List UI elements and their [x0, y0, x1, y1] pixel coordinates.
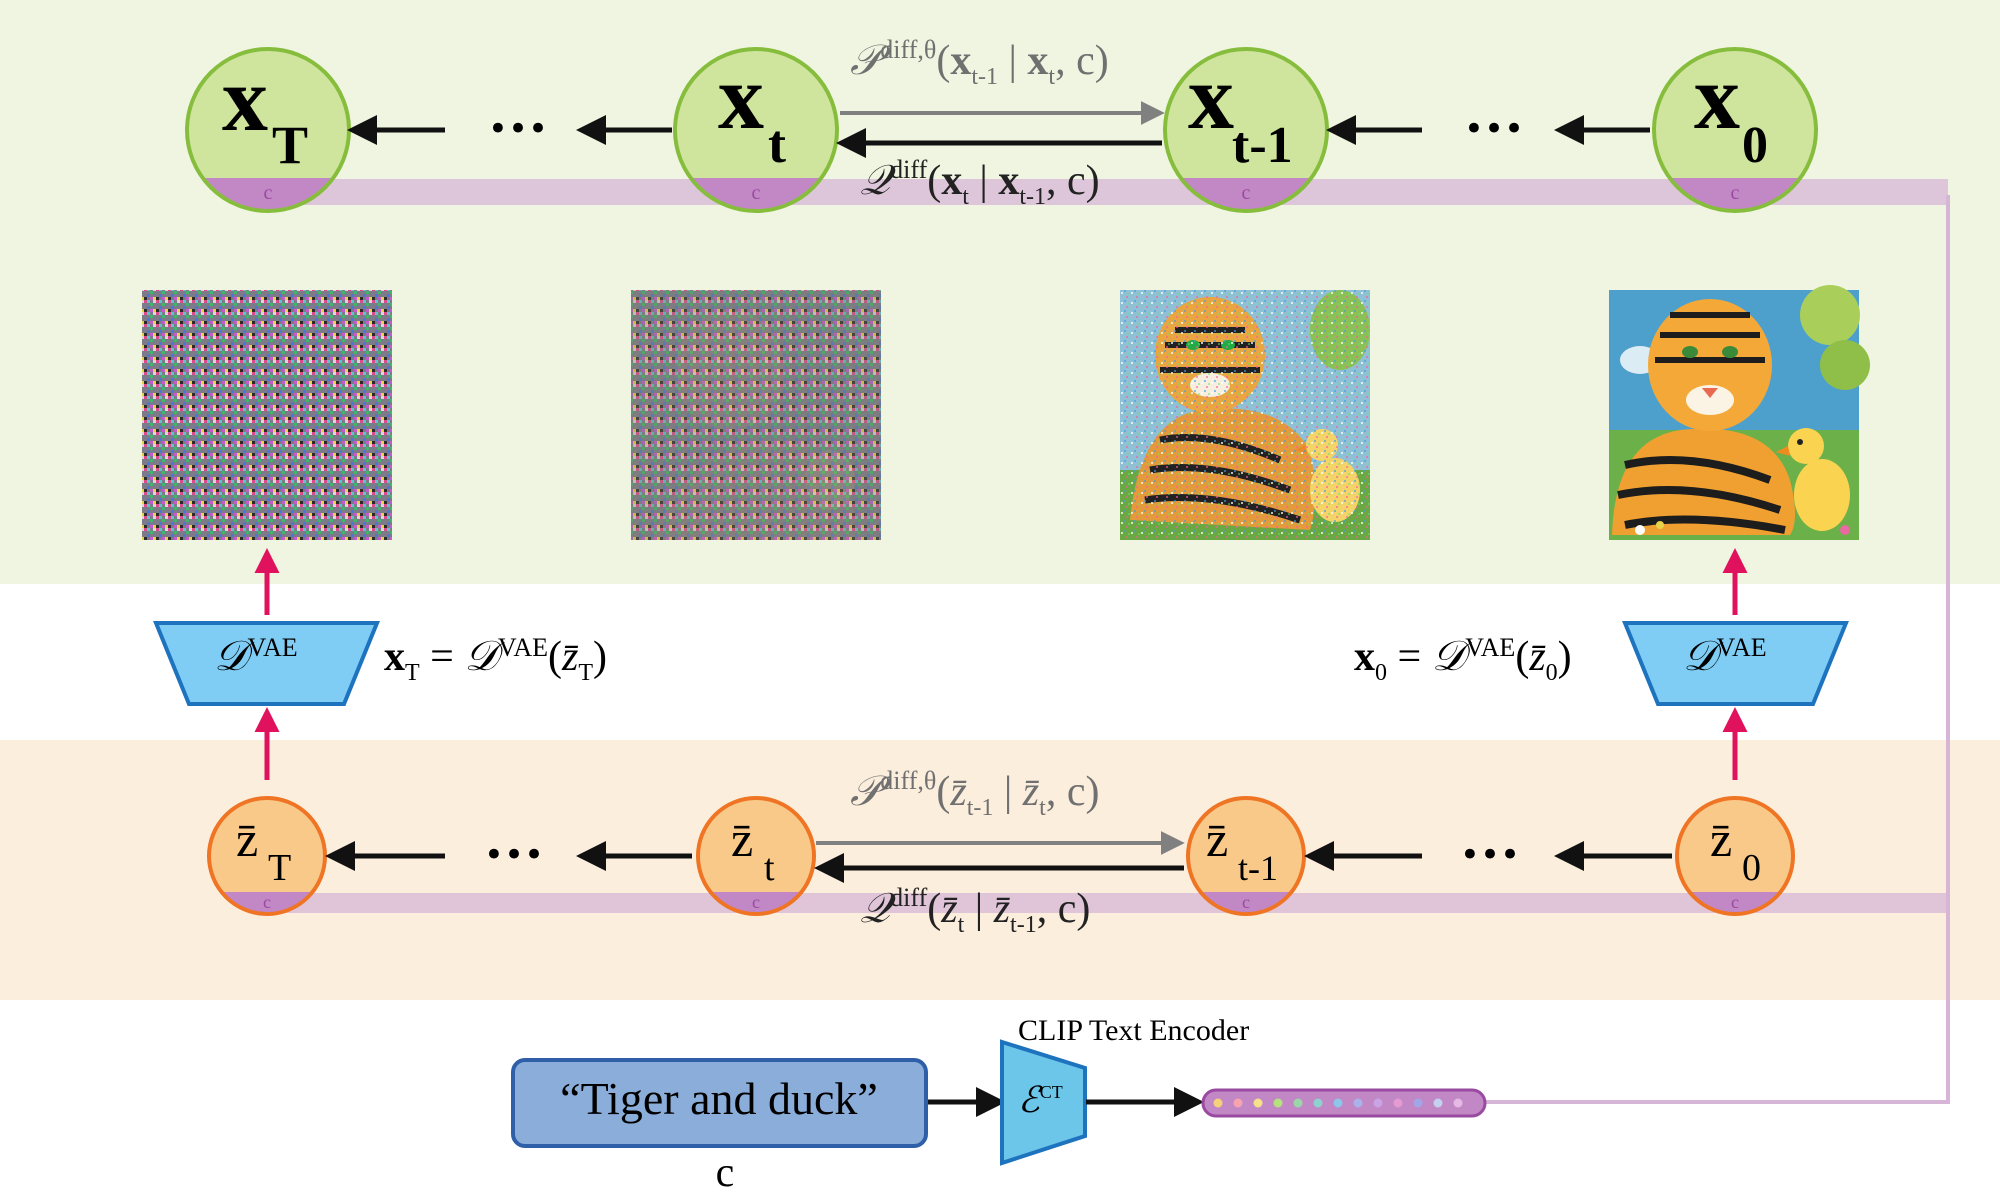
pixel-node-xT-sub: T — [272, 115, 308, 175]
embedding-dot — [1353, 1098, 1363, 1108]
latent-node-zT-sub: T — [268, 847, 291, 889]
embedding-dot — [1373, 1098, 1383, 1108]
embedding-dot — [1333, 1098, 1343, 1108]
pixel-reverse-label: 𝒫diff,θ(xt-1 | xt, c) — [850, 35, 1109, 90]
embedding-dot — [1213, 1098, 1223, 1108]
pixel-node-xt1-sub: t-1 — [1232, 117, 1293, 174]
latent-node-z0-sub: 0 — [1742, 847, 1761, 889]
vae-decoder-right-label: 𝒟VAE — [1683, 633, 1767, 680]
latent-node-zt1-main: z̄ — [1206, 811, 1228, 867]
pixel-node-xt-main: x — [718, 46, 764, 148]
embedding-dot — [1433, 1098, 1443, 1108]
clip-text-encoder-label: ℰCT — [1018, 1080, 1063, 1120]
embedding-dot — [1273, 1098, 1283, 1108]
pixel-node-xt-cond: c — [752, 182, 761, 204]
latent-ellipsis-left: ••• — [484, 835, 544, 875]
pixel-ellipsis-right: ••• — [1464, 109, 1524, 149]
prompt-text: “Tiger and duck” — [560, 1073, 878, 1124]
latent-forward-label: 𝒬diff(z̄t | z̄t-1, c) — [860, 883, 1090, 938]
pixel-node-xt1-main: x — [1188, 46, 1234, 148]
latent-condition-line — [268, 893, 1948, 913]
latent-node-zt: z̄ t c — [696, 796, 816, 916]
latent-node-zt1-sub: t-1 — [1238, 848, 1278, 888]
pixel-node-xt1: x t-1 c — [1163, 46, 1329, 213]
latent-node-zt-sub: t — [764, 847, 775, 889]
pixel-ellipsis-left: ••• — [488, 109, 548, 149]
latent-node-z0-cond: c — [1731, 892, 1739, 912]
pixel-node-x0-cond: c — [1731, 182, 1740, 204]
slightly-noisy-tiger-duck-image-icon — [1120, 290, 1370, 540]
latent-node-zt-cond: c — [752, 892, 760, 912]
prompt-box: “Tiger and duck” — [511, 1058, 928, 1148]
embedding-dot — [1253, 1098, 1263, 1108]
prompt-caption: c — [716, 1150, 735, 1196]
embedding-dot — [1413, 1098, 1423, 1108]
encoder-title: CLIP Text Encoder — [1018, 1014, 1249, 1047]
noise-image-icon — [142, 290, 392, 540]
pixel-forward-label: 𝒬diff(xt | xt-1, c) — [860, 155, 1100, 210]
pixel-node-x0-sub: 0 — [1742, 117, 1768, 174]
pixel-node-xt-sub: t — [768, 114, 786, 174]
latent-node-z0-main: z̄ — [1710, 811, 1732, 867]
decoder-equation-right: x0 = 𝒟VAE(z̄0) — [1354, 633, 1572, 686]
latent-node-zT-main: z̄ — [236, 811, 258, 867]
pixel-node-xT-cond: c — [264, 182, 273, 204]
vae-decoder-left-label: 𝒟VAE — [214, 633, 298, 680]
condition-connector-line — [1480, 195, 1950, 1104]
embedding-dot — [1293, 1098, 1303, 1108]
vae-decoder-right: 𝒟VAE — [1622, 621, 1849, 706]
embedding-dot — [1393, 1098, 1403, 1108]
pixel-node-xt1-cond: c — [1242, 182, 1251, 204]
embedding-dot — [1233, 1098, 1243, 1108]
pixel-condition-line — [268, 179, 1948, 205]
clean-tiger-duck-image-icon — [1609, 285, 1870, 540]
text-embedding-bar — [1201, 1088, 1487, 1118]
clip-text-encoder: ℰCT — [1000, 1039, 1087, 1166]
latent-node-zT: z̄ T c — [207, 796, 327, 916]
decoder-equation-left: xT = 𝒟VAE(z̄T) — [384, 633, 607, 686]
latent-ellipsis-right: ••• — [1460, 835, 1520, 875]
latent-node-z0: z̄ 0 c — [1675, 796, 1795, 916]
embedding-dot — [1313, 1098, 1323, 1108]
vae-decoder-left: 𝒟VAE — [153, 621, 380, 706]
latent-node-zT-cond: c — [263, 892, 271, 912]
latent-node-zt1-cond: c — [1242, 892, 1250, 912]
embedding-dot — [1453, 1098, 1463, 1108]
pixel-node-xT-main: x — [222, 48, 268, 150]
noisy-tiger-duck-image-icon — [631, 290, 881, 540]
pixel-node-x0-main: x — [1694, 46, 1740, 148]
latent-node-zt-main: z̄ — [731, 811, 753, 867]
latent-node-zt1: z̄ t-1 c — [1186, 796, 1306, 916]
